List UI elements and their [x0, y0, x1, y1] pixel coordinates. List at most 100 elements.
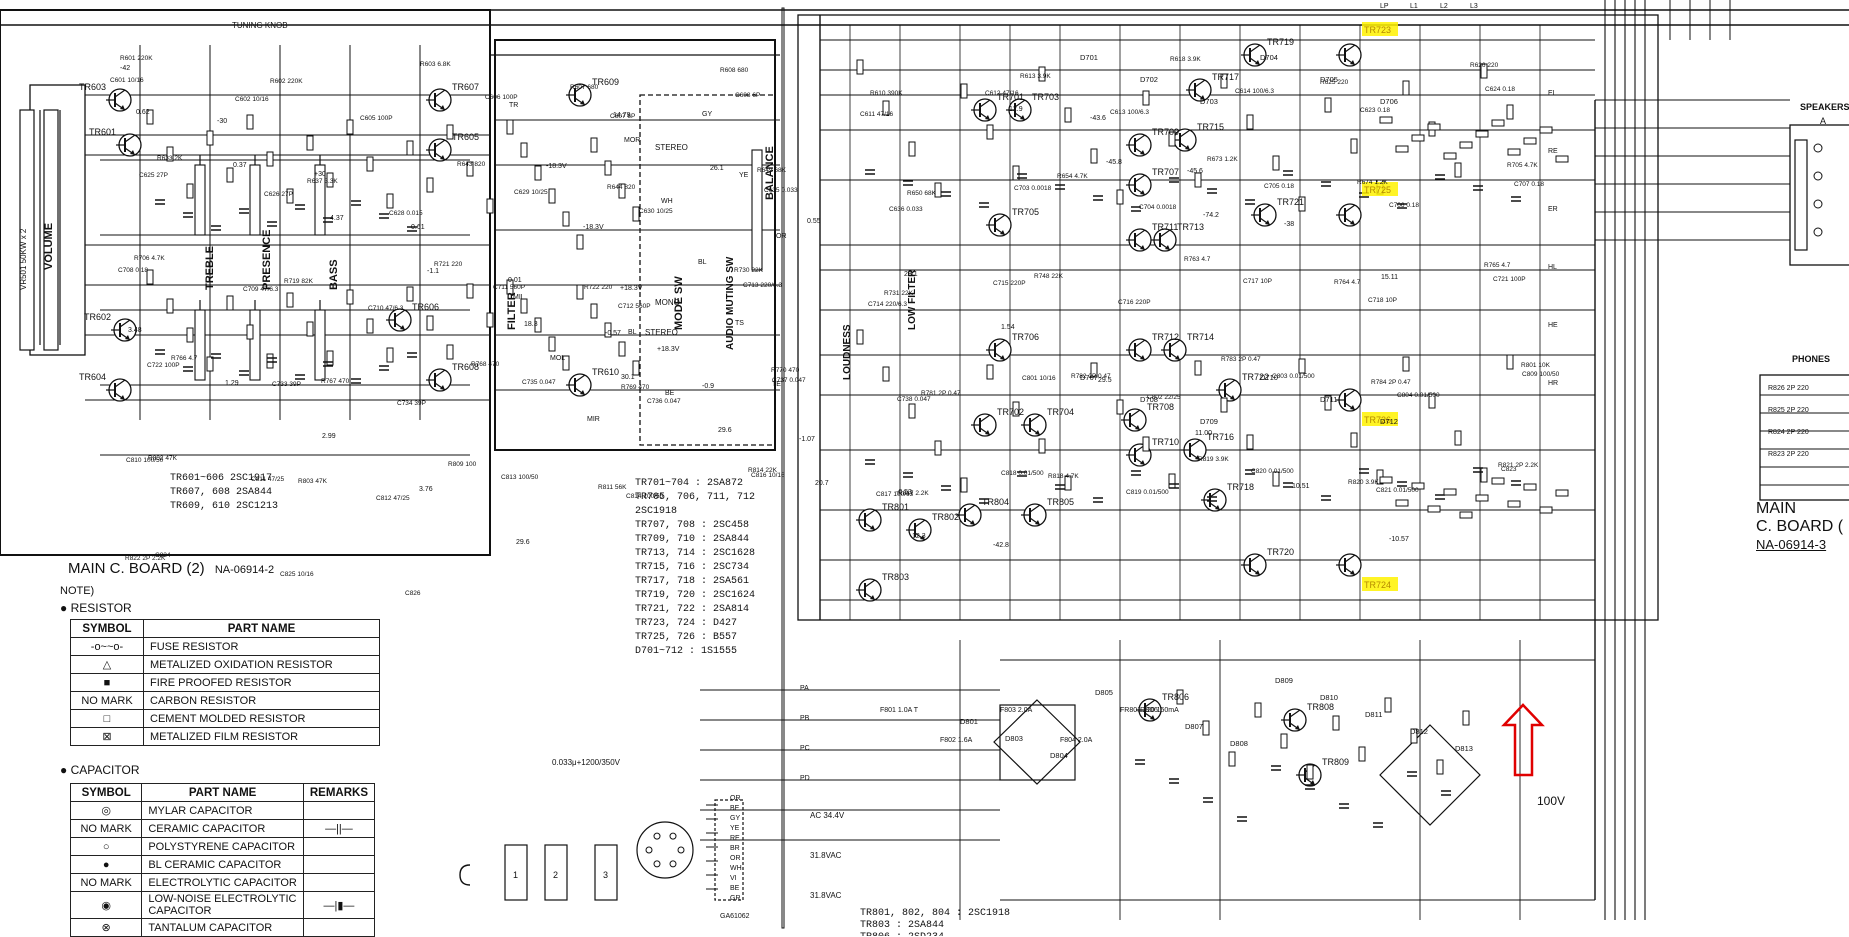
resistor-symbol — [1402, 356, 1410, 372]
resistor-symbol — [1459, 141, 1473, 149]
diode-label: D709 — [1200, 417, 1218, 426]
resistor-symbol — [1379, 476, 1393, 484]
bridge-d803 — [999, 704, 1076, 781]
resistor-symbol — [1507, 500, 1521, 508]
resistor-symbol — [908, 403, 916, 419]
resistor-symbol — [226, 295, 234, 311]
transistor-symbol — [1241, 43, 1267, 67]
resistor-symbol — [534, 165, 542, 181]
edge-label: MIR — [587, 416, 600, 423]
resistor-symbol — [1491, 477, 1505, 485]
capacitor-label: C706 0.18 — [1389, 202, 1419, 209]
resistor-symbol — [562, 355, 570, 371]
capacitor-label: C738 0.047 — [897, 396, 931, 403]
resistor-symbol — [186, 327, 194, 343]
capacitor-label: C813 100/50 — [501, 474, 539, 481]
transistor-label: TR707 — [1152, 167, 1179, 177]
transistor-label: TR605 — [452, 132, 479, 142]
voltage-label: -1.07 — [799, 436, 815, 443]
transistor-symbol — [1241, 553, 1267, 577]
speaker-terminal — [1813, 143, 1823, 153]
transistor-label: TR708 — [1147, 402, 1174, 412]
transistor-symbol — [116, 133, 142, 157]
transistor-symbol — [971, 413, 997, 437]
symbol-cell: ⊗ — [69, 918, 143, 937]
voltage-label: 3.76 — [419, 486, 433, 493]
transistor-symbol — [1021, 413, 1047, 437]
resistor-symbol — [604, 322, 612, 338]
driver-board-outline — [797, 14, 1659, 621]
resistor-label: R721 220 — [434, 261, 463, 268]
resistor-label: R821 2P 2.2K — [1498, 462, 1539, 469]
transistor-label: TR721 — [1277, 197, 1304, 207]
edge-label: RE — [1548, 148, 1558, 155]
resistor-symbol — [246, 114, 254, 130]
table-row: ●BL CERAMIC CAPACITOR — [69, 855, 376, 874]
resistor-label: R768 470 — [471, 361, 500, 368]
transistor-arrow — [970, 520, 975, 525]
edge-label: TE — [772, 381, 781, 388]
transistor-arrow — [870, 595, 875, 600]
resistor-label: R811 56K — [598, 484, 627, 491]
transistor-label: TR801 — [882, 502, 909, 512]
resistor-symbol — [960, 83, 968, 99]
transistor-collector — [1189, 439, 1201, 448]
highlight-marker — [1362, 577, 1398, 591]
voltage-label: -0.53 — [896, 489, 912, 496]
capacitor-label: C628 0.015 — [389, 210, 423, 217]
edge-label: EL — [1548, 90, 1557, 97]
resistor-symbol — [618, 183, 626, 199]
resistor-symbol — [1324, 395, 1332, 411]
diode-label: D809 — [1275, 676, 1293, 685]
resistor-symbol — [1350, 138, 1358, 154]
capacitor-label: C708 0.18 — [118, 267, 148, 274]
transistor-label: TR706 — [1012, 332, 1039, 342]
transistor-label: TR809 — [1322, 757, 1349, 767]
resistor-symbol — [576, 234, 584, 250]
resistor-symbol — [386, 347, 394, 363]
resistor-label: R608 680 — [720, 67, 749, 74]
transistor-symbol — [426, 138, 452, 162]
transistor-collector — [574, 374, 586, 383]
remark-cell — [302, 801, 376, 820]
transistor-collector — [114, 89, 126, 98]
right-board-title: MAIN C. BOARD ( NA-06914-3 — [1756, 500, 1843, 554]
highlighted-transistor-label: TR726 — [1364, 415, 1391, 425]
transistor-collector — [1224, 379, 1236, 388]
transistor-label: TR710 — [1152, 437, 1179, 447]
capacitor-label: C717 10P — [1243, 278, 1272, 285]
resistor-label: R801 10K — [1521, 362, 1551, 369]
capacitor-label: C803 0.01/500 — [1272, 373, 1315, 380]
capacitor-label: C711 560P — [493, 284, 525, 291]
wire-label: PC — [800, 745, 810, 752]
bridge-rectifier — [993, 699, 1081, 785]
resistor-symbol — [986, 124, 994, 140]
transistor-symbol — [1216, 378, 1242, 402]
voltage-label: -42 — [120, 65, 130, 72]
socket-pin — [653, 832, 661, 840]
transistor-collector — [119, 319, 131, 328]
transistor-label: TR603 — [79, 82, 106, 92]
capacitor-label: C630 10/25 — [639, 208, 673, 215]
resistor-symbol — [1280, 733, 1288, 749]
edge-label: GY — [702, 111, 712, 118]
resistor-label: R705 4.7K — [1507, 162, 1538, 169]
volume-label: VOLUME — [43, 223, 55, 270]
capacitor-label: C821 0.01/500 — [1376, 487, 1419, 494]
transistor-arrow — [1140, 150, 1145, 155]
audio-muting-label: AUDIO MUTING SW — [725, 256, 736, 350]
resistor-label: R783 2P 0.47 — [1221, 356, 1261, 363]
speaker-terminal — [1813, 171, 1823, 181]
capacitor-table-header: SYMBOL PART NAME REMARKS — [69, 783, 376, 802]
resistor-symbol — [1555, 489, 1569, 497]
resistor-symbol — [1298, 196, 1306, 212]
transistor-label: TR701 — [997, 92, 1024, 102]
resistor-symbol — [346, 119, 354, 135]
edge-label: HR — [1548, 380, 1558, 387]
transistor-symbol — [986, 338, 1012, 362]
resistor-symbol — [1064, 475, 1072, 491]
